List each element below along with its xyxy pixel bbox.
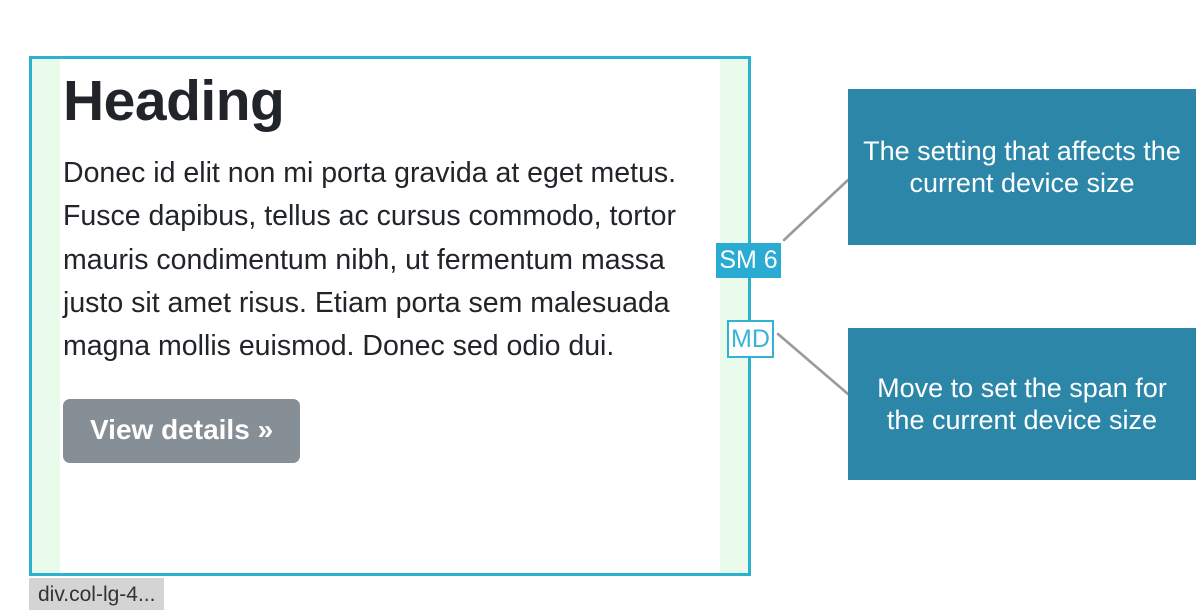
- element-path-label: div.col-lg-4...: [29, 578, 165, 610]
- padding-highlight-right: [720, 59, 748, 573]
- connector-line-bottom: [776, 332, 850, 396]
- view-details-button[interactable]: View details »: [63, 398, 301, 463]
- breakpoint-badge-sm[interactable]: SM 6: [716, 243, 781, 278]
- breakpoint-badge-md[interactable]: MD: [727, 320, 774, 358]
- connector-line-top: [782, 178, 850, 242]
- callout-span: Move to set the span for the current dev…: [848, 328, 1196, 480]
- inspected-column-outline[interactable]: Heading Donec id elit non mi porta gravi…: [29, 56, 751, 576]
- callout-setting: The setting that affects the current dev…: [848, 89, 1196, 245]
- card-body-text: Donec id elit non mi porta gravida at eg…: [63, 156, 677, 363]
- card-content: Heading Donec id elit non mi porta gravi…: [60, 59, 720, 573]
- page-title: Heading: [63, 69, 285, 133]
- padding-highlight-left: [32, 59, 60, 573]
